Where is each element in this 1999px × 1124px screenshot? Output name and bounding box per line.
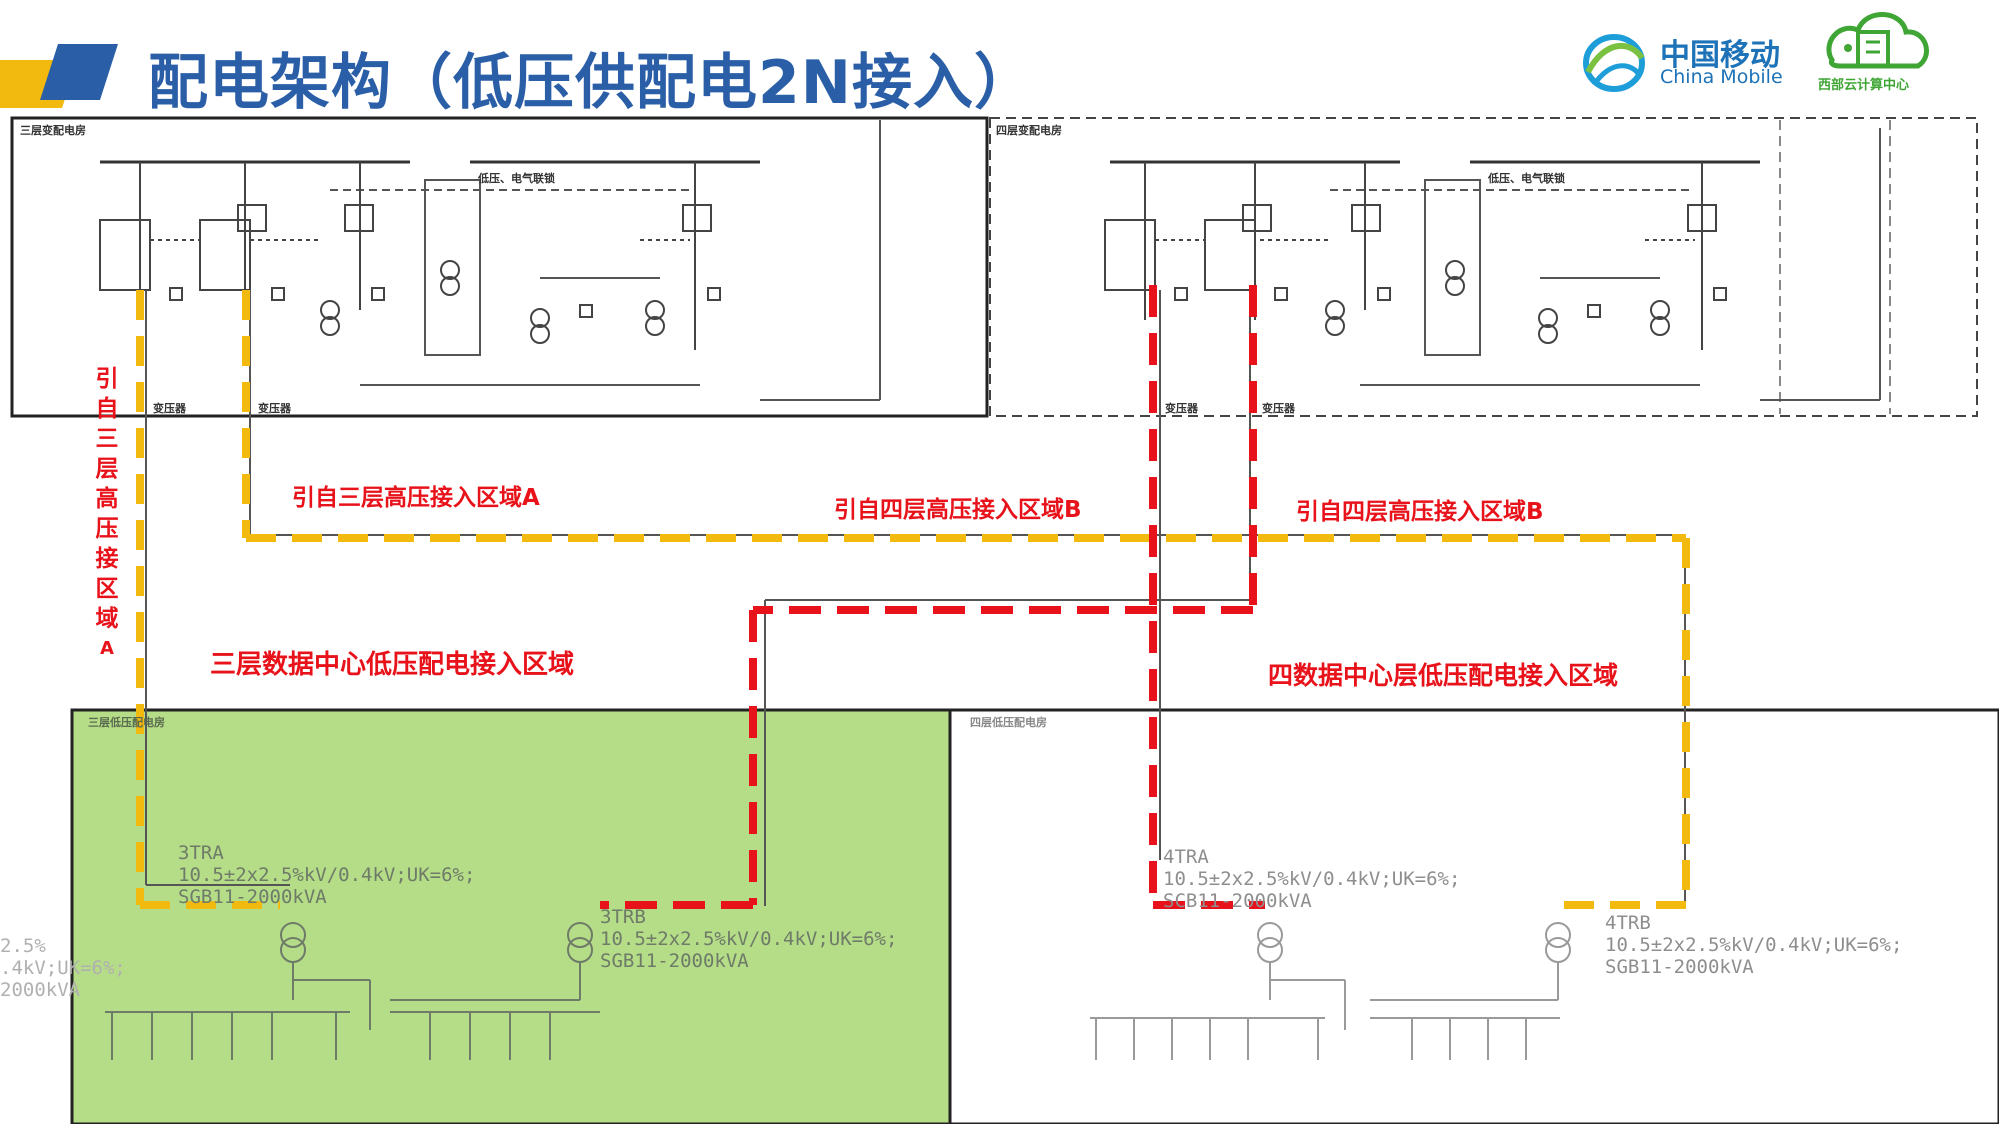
- transformer-label: 变压器: [1262, 402, 1295, 415]
- top-left-switchgear: [99, 162, 721, 350]
- feed-label-3A: 引自三层高压接入区域A: [292, 485, 540, 511]
- bottom-left-switchgear: [105, 922, 600, 1060]
- transformer-4TRB-spec: 4TRB 10.5±2x2.5%kV/0.4kV;UK=6%; SGB11-20…: [1605, 912, 1903, 978]
- zone-label-4: 四数据中心层低压配电接入区域: [1268, 661, 1619, 690]
- zone-label-3: 三层数据中心低压配电接入区域: [210, 650, 575, 680]
- top-left-panel-title: 三层变配电房: [20, 124, 86, 137]
- feed-label-4B-mid: 引自四层高压接入区域B: [834, 497, 1082, 523]
- group-label-right: 低压、电气联锁: [1488, 172, 1565, 185]
- header-blue-bar: [40, 44, 118, 100]
- top-right-panel-frame: [989, 117, 1978, 417]
- transformer-label: 变压器: [258, 402, 291, 415]
- clipped-spec-edge: 2.5% .4kV;UK=6%; 2000kVA: [0, 935, 126, 1001]
- top-right-switchgear: [1104, 162, 1727, 350]
- bottom-left-panel-title: 三层低压配电房: [88, 716, 165, 729]
- bottom-right-panel-title: 四层低压配电房: [970, 716, 1047, 729]
- vertical-feed-label: 引 自 三 层 高 压 接 区 域 A: [95, 366, 119, 659]
- red-dashed-routes: [600, 285, 1265, 909]
- cloud-subtitle: 西部云计算中心: [1818, 78, 1910, 93]
- feed-label-4B-right: 引自四层高压接入区域B: [1296, 499, 1544, 525]
- china-mobile-en: China Mobile: [1660, 66, 1783, 88]
- group-label-left: 低压、电气联锁: [478, 172, 555, 185]
- top-left-panel-frame: [10, 116, 989, 418]
- top-right-panel-title: 四层变配电房: [996, 124, 1062, 137]
- china-mobile-logo-icon: [1583, 34, 1645, 92]
- yellow-dashed-routes: [136, 290, 1690, 909]
- cloud-logo-icon: [1826, 12, 1929, 69]
- transformer-3TRA-spec: 3TRA 10.5±2x2.5%kV/0.4kV;UK=6%; SGB11-20…: [178, 842, 476, 908]
- transformer-4TRA-spec: 4TRA 10.5±2x2.5%kV/0.4kV;UK=6%; SCB11-20…: [1163, 846, 1461, 912]
- left-sub-box: [424, 179, 481, 356]
- transformer-label: 变压器: [153, 402, 186, 415]
- transformer-label: 变压器: [1165, 402, 1198, 415]
- page-title: 配电架构（低压供配电2N接入）: [148, 48, 1035, 118]
- bottom-right-switchgear: [1090, 922, 1571, 1060]
- right-sub-box: [1424, 179, 1481, 356]
- transformer-3TRB-spec: 3TRB 10.5±2x2.5%kV/0.4kV;UK=6%; SGB11-20…: [600, 906, 898, 972]
- china-mobile-cn: 中国移动: [1660, 38, 1780, 73]
- bottom-right-panel-frame: [948, 708, 1999, 1124]
